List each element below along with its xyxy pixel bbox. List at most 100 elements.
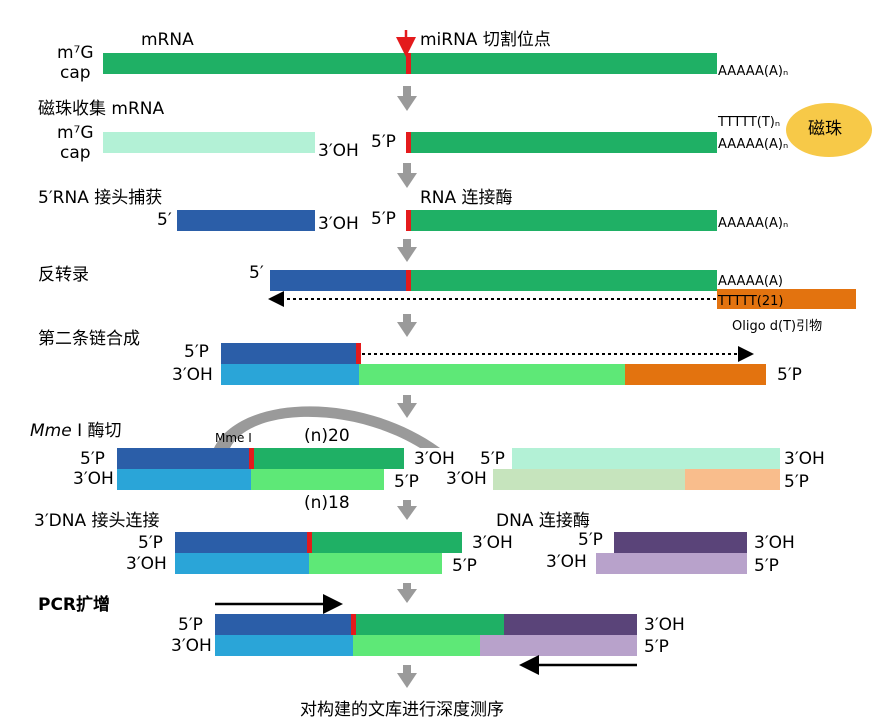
five-p-label-6: 5′P — [80, 449, 105, 469]
three-oh-label-7d: 3′OH — [754, 533, 795, 553]
pcr-top-purple — [504, 614, 637, 635]
ligated-adapter — [270, 270, 408, 291]
polya-label-3: AAAAA(A)ₙ — [718, 216, 789, 231]
cut-mark-8 — [351, 614, 356, 635]
cut-mark-6 — [249, 448, 254, 469]
cut-mark-5 — [356, 343, 361, 364]
n20-label: (n)20 — [304, 426, 350, 446]
second-strand-top — [221, 343, 359, 364]
bead-label: 磁珠 — [808, 119, 842, 139]
mmei-bottom-green — [251, 469, 384, 490]
cdna-blue — [221, 364, 359, 385]
lig-top-green — [312, 532, 462, 553]
three-oh-label-2: 3′OH — [318, 141, 359, 161]
step-arrow-6 — [397, 500, 417, 520]
oligo-primer-label: Oligo d(T)引物 — [732, 319, 823, 334]
mirna-cut-mark — [406, 53, 411, 74]
step-arrow-7 — [397, 583, 417, 603]
dna-adapter-bottom — [596, 553, 747, 574]
five-p-label-2: 5′P — [371, 132, 396, 152]
three-oh-label-6d: 3′OH — [784, 449, 825, 469]
magnetic-bead — [786, 103, 872, 157]
cut-mark-4 — [406, 270, 411, 291]
five-p-label-8b: 5′P — [644, 637, 669, 657]
mrna-label: mRNA — [141, 30, 194, 50]
step-5rna-adapter: 5′RNA 接头捕获 — [38, 188, 163, 208]
dna-ligase-label: DNA 连接酶 — [496, 511, 590, 531]
step-reverse-transcription: 反转录 — [38, 265, 89, 285]
lig-bottom-blue — [175, 553, 309, 574]
rna-ligase-label: RNA 连接酶 — [420, 188, 513, 208]
five-prime-label-3: 5′ — [157, 210, 172, 230]
cleaved-3prime-fragment — [408, 132, 717, 153]
polya-label-4: AAAAA(A) — [718, 274, 783, 289]
pcr-bottom-green — [353, 635, 480, 656]
polyt-label: TTTTT(T)ₙ — [718, 115, 781, 130]
mme-italic: Mme — [30, 421, 72, 441]
five-p-label-6d: 5′P — [784, 472, 809, 492]
pcr-bottom-blue — [215, 635, 353, 656]
three-oh-label-8b: 3′OH — [644, 615, 685, 635]
rna-adapter-5prime — [177, 210, 315, 231]
step-arrow-2 — [397, 163, 417, 188]
lig-bottom-green — [309, 553, 442, 574]
dna-adapter-top — [614, 532, 747, 553]
step-pcr: PCR扩增 — [38, 595, 111, 615]
step-arrow-1 — [397, 86, 417, 111]
five-p-label-5b: 5′P — [777, 365, 802, 385]
mme-rest: I 酶切 — [71, 421, 122, 441]
step-arrow-8 — [397, 665, 417, 688]
cut-mark-7 — [307, 532, 312, 553]
mmei-top-blue — [117, 448, 251, 469]
step-second-strand: 第二条链合成 — [38, 329, 140, 349]
cap-label: cap — [60, 63, 91, 83]
three-oh-label-7c: 3′OH — [546, 552, 587, 572]
five-prime-label-4: 5′ — [249, 263, 264, 283]
pcr-bottom-lavender — [480, 635, 637, 656]
cut-mark-3 — [406, 210, 411, 231]
mirna-site-label: miRNA 切割位点 — [420, 30, 551, 50]
step-arrow-3 — [397, 239, 417, 262]
five-p-label-6c: 5′P — [480, 449, 505, 469]
cleaved-5prime-fragment — [103, 132, 315, 153]
step-arrows — [397, 86, 417, 688]
five-p-label-7: 5′P — [138, 533, 163, 553]
five-p-label-7b: 5′P — [452, 556, 477, 576]
three-oh-label-3: 3′OH — [318, 214, 359, 234]
three-oh-label-5: 3′OH — [172, 365, 213, 385]
m7g-label-2: m⁷G — [57, 123, 94, 143]
step-arrow-5 — [397, 395, 417, 418]
mme-site-label: Mme I — [215, 431, 252, 445]
three-oh-label-6: 3′OH — [73, 469, 114, 489]
cdna-orange — [625, 364, 766, 385]
discarded-bottom-green — [493, 469, 685, 490]
step-3dna-adapter: 3′DNA 接头连接 — [34, 511, 160, 531]
mmei-cut-arc — [214, 406, 440, 448]
three-oh-label-8: 3′OH — [171, 636, 212, 656]
final-step-label: 对构建的文库进行深度测序 — [300, 700, 504, 720]
five-p-label-7c: 5′P — [578, 530, 603, 550]
mmei-bottom-blue — [117, 469, 251, 490]
five-p-label-8: 5′P — [178, 615, 203, 635]
n18-label: (n)18 — [304, 493, 350, 513]
five-p-label-5: 5′P — [184, 342, 209, 362]
discarded-bottom-orange — [685, 469, 780, 490]
five-p-label-7d: 5′P — [754, 556, 779, 576]
step-arrow-4 — [397, 314, 417, 337]
five-p-label-3: 5′P — [371, 209, 396, 229]
three-oh-label-7: 3′OH — [126, 554, 167, 574]
ligated-rna — [408, 270, 717, 291]
cdna-green — [359, 364, 625, 385]
pcr-top-blue — [215, 614, 353, 635]
three-oh-label-7b: 3′OH — [472, 533, 513, 553]
polya-label-2: AAAAA(A)ₙ — [718, 137, 789, 152]
oligo-dt-primer — [717, 289, 856, 309]
polyt21-label: TTTTT(21) — [718, 294, 784, 309]
step-bead-capture: 磁珠收集 mRNA — [38, 99, 165, 119]
cap-label-2: cap — [60, 143, 91, 163]
mmei-top-green — [254, 448, 404, 469]
three-oh-label-6c: 3′OH — [446, 469, 487, 489]
polya-tail-label: AAAAA(A)ₙ — [718, 64, 789, 79]
cut-mark-2 — [406, 132, 411, 153]
